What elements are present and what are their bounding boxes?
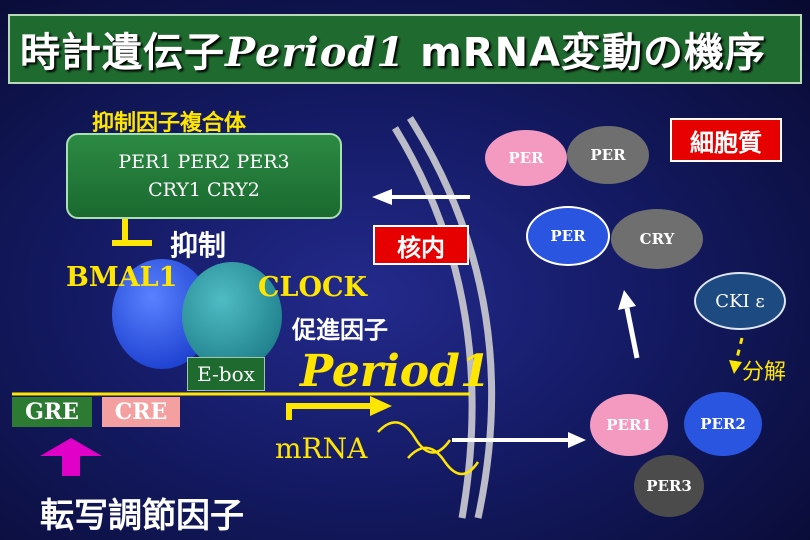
cry-ball: CRY: [611, 209, 703, 269]
bmal1-ball: [112, 259, 212, 369]
assembly-arrow: [624, 307, 640, 359]
nuclear-membrane-outer: [407, 116, 496, 519]
per3-ball: PER3: [634, 455, 704, 517]
per-ball-blue: PER: [526, 206, 610, 266]
clock-label: CLOCK: [258, 272, 367, 303]
nuclear-membrane-inner: [392, 126, 476, 519]
transcription-start-arrow: [286, 403, 372, 420]
transcription-factor-label: 転写調節因子: [40, 496, 244, 536]
ebox-element: E-box: [187, 357, 265, 391]
per-ball-gray: PER: [567, 126, 649, 184]
title-bar: 時計遺伝子Period1 mRNA変動の機序: [8, 14, 802, 84]
nucleus-label: 核内: [373, 225, 469, 265]
gre-element: GRE: [12, 397, 92, 427]
degradation-label: 分解: [742, 360, 787, 385]
clock-ball: [182, 262, 282, 370]
page-title: 時計遺伝子Period1 mRNA変動の機序: [20, 29, 767, 76]
promoting-factor-label: 促進因子: [292, 316, 388, 344]
repressor-complex-label: 抑制因子複合体: [92, 111, 247, 136]
mrna-label: mRNA: [275, 432, 368, 465]
degradation-line: [734, 337, 744, 363]
transcription-factor-arrow: [62, 454, 80, 476]
mrna-wave-2: [407, 446, 480, 476]
repressor-complex-box: PER1 PER2 PER3 CRY1 CRY2: [66, 133, 342, 219]
per2-ball: PER2: [684, 392, 762, 456]
per1-ball: PER1: [590, 394, 668, 456]
mrna-wave-1: [377, 421, 452, 454]
period1-gene-label: Period1: [300, 346, 491, 397]
cytoplasm-label: 細胞質: [670, 118, 782, 162]
complex-line-2: CRY1 CRY2: [148, 179, 260, 201]
bmal1-label: BMAL1: [66, 262, 178, 293]
per-ball-pink: PER: [485, 130, 567, 186]
ck1-epsilon: CKⅠ ε: [694, 272, 786, 330]
cre-element: CRE: [102, 397, 180, 427]
complex-line-1: PER1 PER2 PER3: [118, 151, 290, 173]
inhibit-label: 抑制: [170, 229, 227, 262]
